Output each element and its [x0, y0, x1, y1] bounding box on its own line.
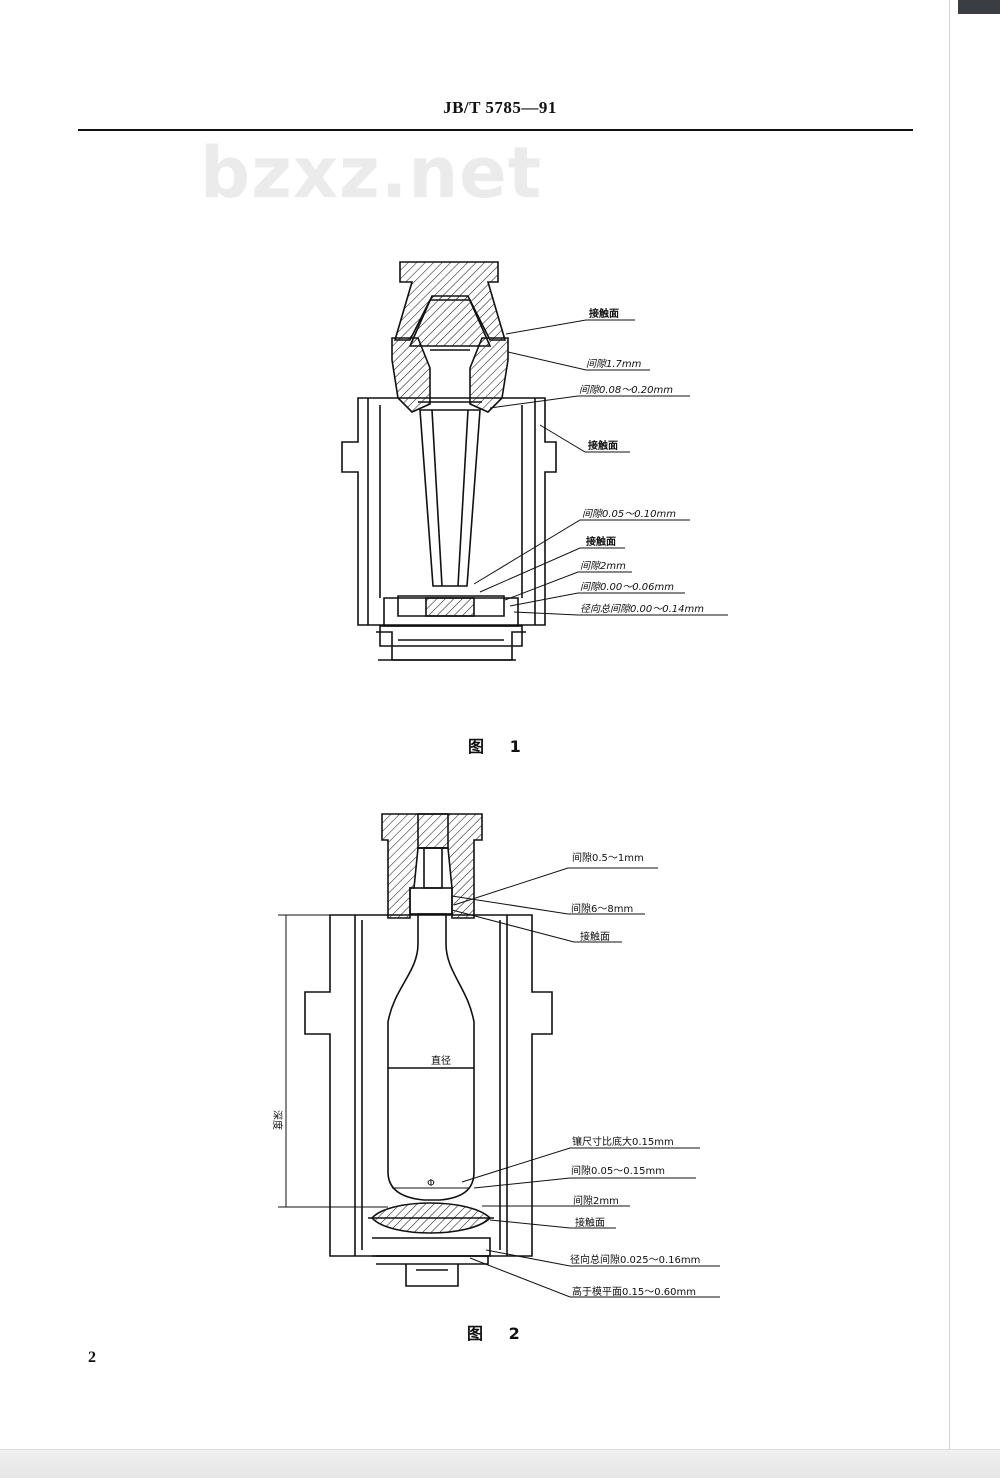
watermark: bzxz.net [200, 132, 543, 214]
viewer-bottom-bar [0, 1449, 1000, 1478]
figure-2-callout-labels: 间隙0.5～1mm 间隙6～8mm 接触面 镶尺寸比底大0.15mm 间隙0.0… [271, 851, 700, 1298]
callout-gap: 间隙6～8mm [571, 902, 633, 915]
depth-label: 深度 [271, 1110, 284, 1130]
figure-2-caption: 图 2 [467, 1324, 530, 1343]
figure-1-callout-labels: 接触面 间隙1.7mm 间隙0.08～0.20mm 接触面 间隙0.05～0.1… [579, 307, 704, 615]
callout-gap: 间隙0.00～0.06mm [580, 581, 674, 593]
callout-contact-surface: 接触面 [580, 930, 610, 943]
diameter-label: 直径 [431, 1054, 451, 1067]
figure-1-leaders [473, 319, 728, 616]
callout-radial-gap: 径向总间隙0.025～0.16mm [570, 1253, 700, 1266]
phi-label: Φ [427, 1178, 435, 1189]
callout-gap: 间隙2mm [573, 1194, 619, 1207]
callout-above-die-plane: 高于模平面0.15～0.60mm [572, 1285, 696, 1298]
page-number: 2 [88, 1349, 96, 1366]
callout-radial-gap: 径向总间隙0.00～0.14mm [580, 603, 704, 615]
callout-gap: 间隙0.05～0.10mm [582, 508, 676, 520]
callout-contact-surface: 接触面 [588, 439, 618, 452]
callout-gap: 间隙0.5～1mm [572, 851, 644, 864]
header-rule [78, 129, 913, 131]
callout-contact-surface: 接触面 [589, 307, 619, 320]
viewer-corner-tab[interactable] [958, 0, 1000, 14]
figure-2-drawing [278, 813, 553, 1287]
callout-gap: 间隙0.08～0.20mm [579, 384, 673, 396]
figure-1-drawing [341, 261, 557, 661]
callout-gap: 间隙0.05～0.15mm [571, 1164, 665, 1177]
callout-contact-surface: 接触面 [586, 535, 616, 548]
figure-2-leaders [451, 867, 720, 1298]
callout-gap: 间隙2mm [580, 560, 626, 572]
standard-code: JB/T 5785—91 [443, 98, 557, 117]
callout-contact-surface: 接触面 [575, 1216, 605, 1229]
callout-insert-oversize: 镶尺寸比底大0.15mm [572, 1135, 674, 1148]
page-edge [949, 0, 950, 1477]
figure-1-caption: 图 1 [468, 737, 531, 756]
callout-gap: 间隙1.7mm [586, 358, 642, 370]
